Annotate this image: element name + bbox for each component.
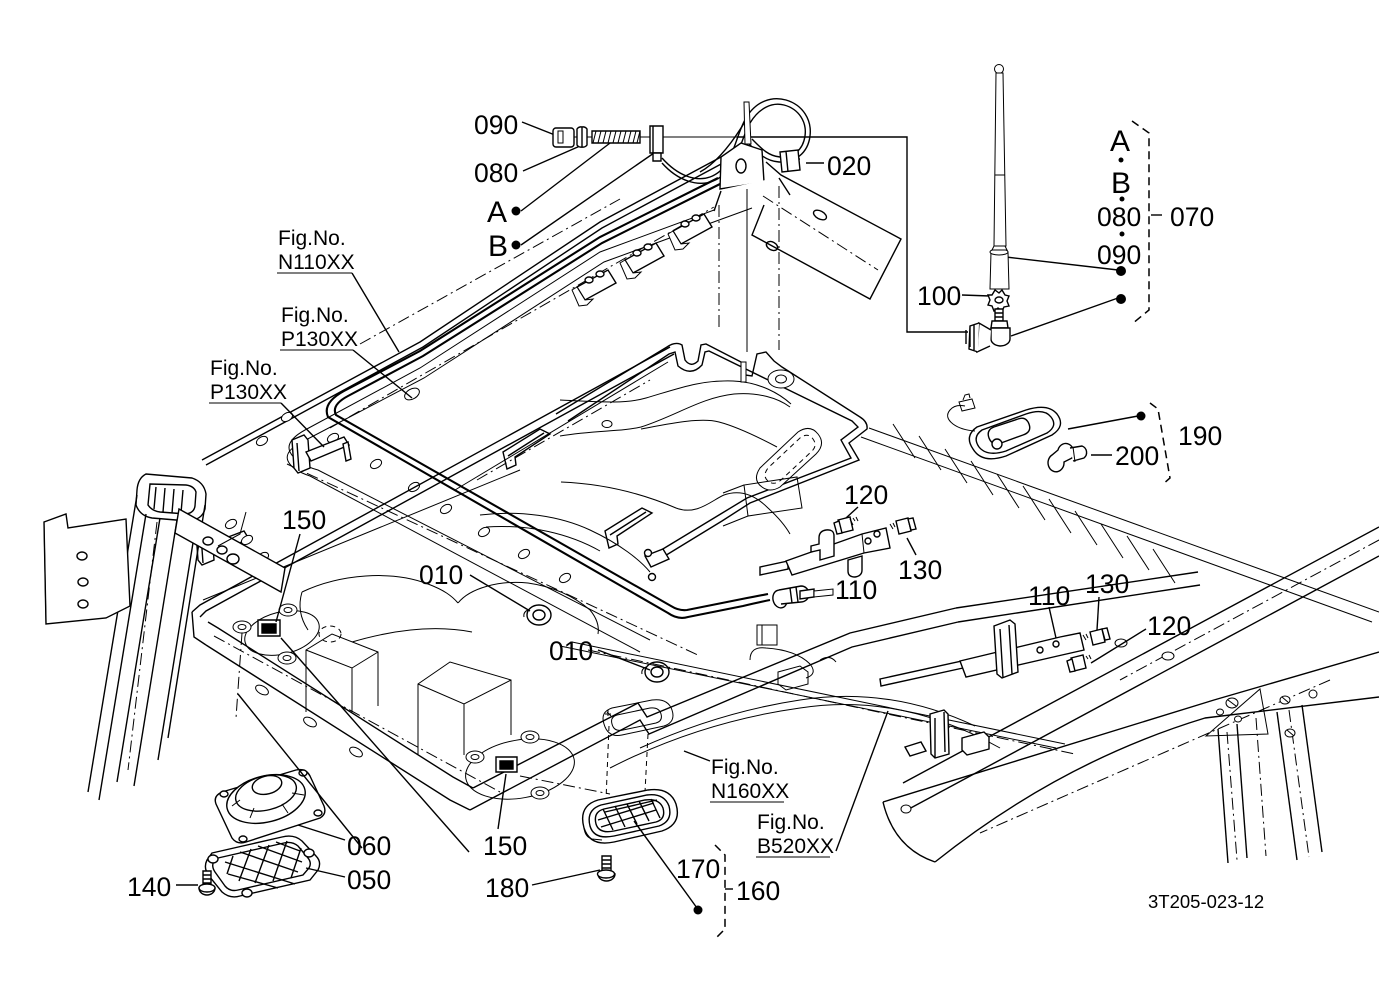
svg-text:070: 070: [1170, 202, 1214, 232]
svg-text:P130XX: P130XX: [281, 328, 358, 351]
svg-text:170: 170: [676, 854, 720, 884]
svg-text:150: 150: [282, 505, 326, 535]
svg-text:190: 190: [1178, 421, 1222, 451]
svg-text:150: 150: [483, 831, 527, 861]
svg-text:110: 110: [835, 575, 877, 605]
svg-text:Fig.No.: Fig.No.: [711, 756, 779, 779]
svg-text:080: 080: [1097, 202, 1141, 232]
svg-text:N110XX: N110XX: [278, 251, 355, 274]
svg-text:160: 160: [736, 876, 780, 906]
svg-text:130: 130: [1085, 569, 1129, 599]
svg-text:120: 120: [1147, 611, 1191, 641]
svg-text:200: 200: [1115, 441, 1159, 471]
svg-text:060: 060: [347, 831, 391, 861]
svg-text:B: B: [1111, 167, 1131, 200]
svg-text:130: 130: [898, 555, 942, 585]
svg-text:B: B: [488, 230, 508, 263]
svg-text:090: 090: [474, 110, 518, 140]
svg-text:010: 010: [549, 636, 593, 666]
svg-text:P130XX: P130XX: [210, 381, 287, 404]
svg-text:090: 090: [1097, 240, 1141, 270]
svg-text:Fig.No.: Fig.No.: [757, 811, 825, 834]
svg-text:140: 140: [127, 872, 171, 902]
svg-text:Fig.No.: Fig.No.: [281, 304, 349, 327]
svg-text:3T205-023-12: 3T205-023-12: [1148, 891, 1264, 912]
svg-text:A: A: [1110, 125, 1130, 158]
svg-text:020: 020: [827, 151, 871, 181]
svg-text:100: 100: [917, 281, 961, 311]
svg-text:N160XX: N160XX: [711, 780, 789, 803]
svg-text:Fig.No.: Fig.No.: [278, 227, 346, 250]
svg-text:120: 120: [844, 480, 888, 510]
svg-text:B520XX: B520XX: [757, 835, 834, 858]
svg-text:010: 010: [419, 560, 463, 590]
svg-text:Fig.No.: Fig.No.: [210, 357, 278, 380]
svg-text:180: 180: [485, 873, 529, 903]
svg-text:110: 110: [1028, 581, 1070, 611]
svg-text:A: A: [487, 196, 507, 229]
svg-text:080: 080: [474, 158, 518, 188]
svg-text:050: 050: [347, 865, 391, 895]
